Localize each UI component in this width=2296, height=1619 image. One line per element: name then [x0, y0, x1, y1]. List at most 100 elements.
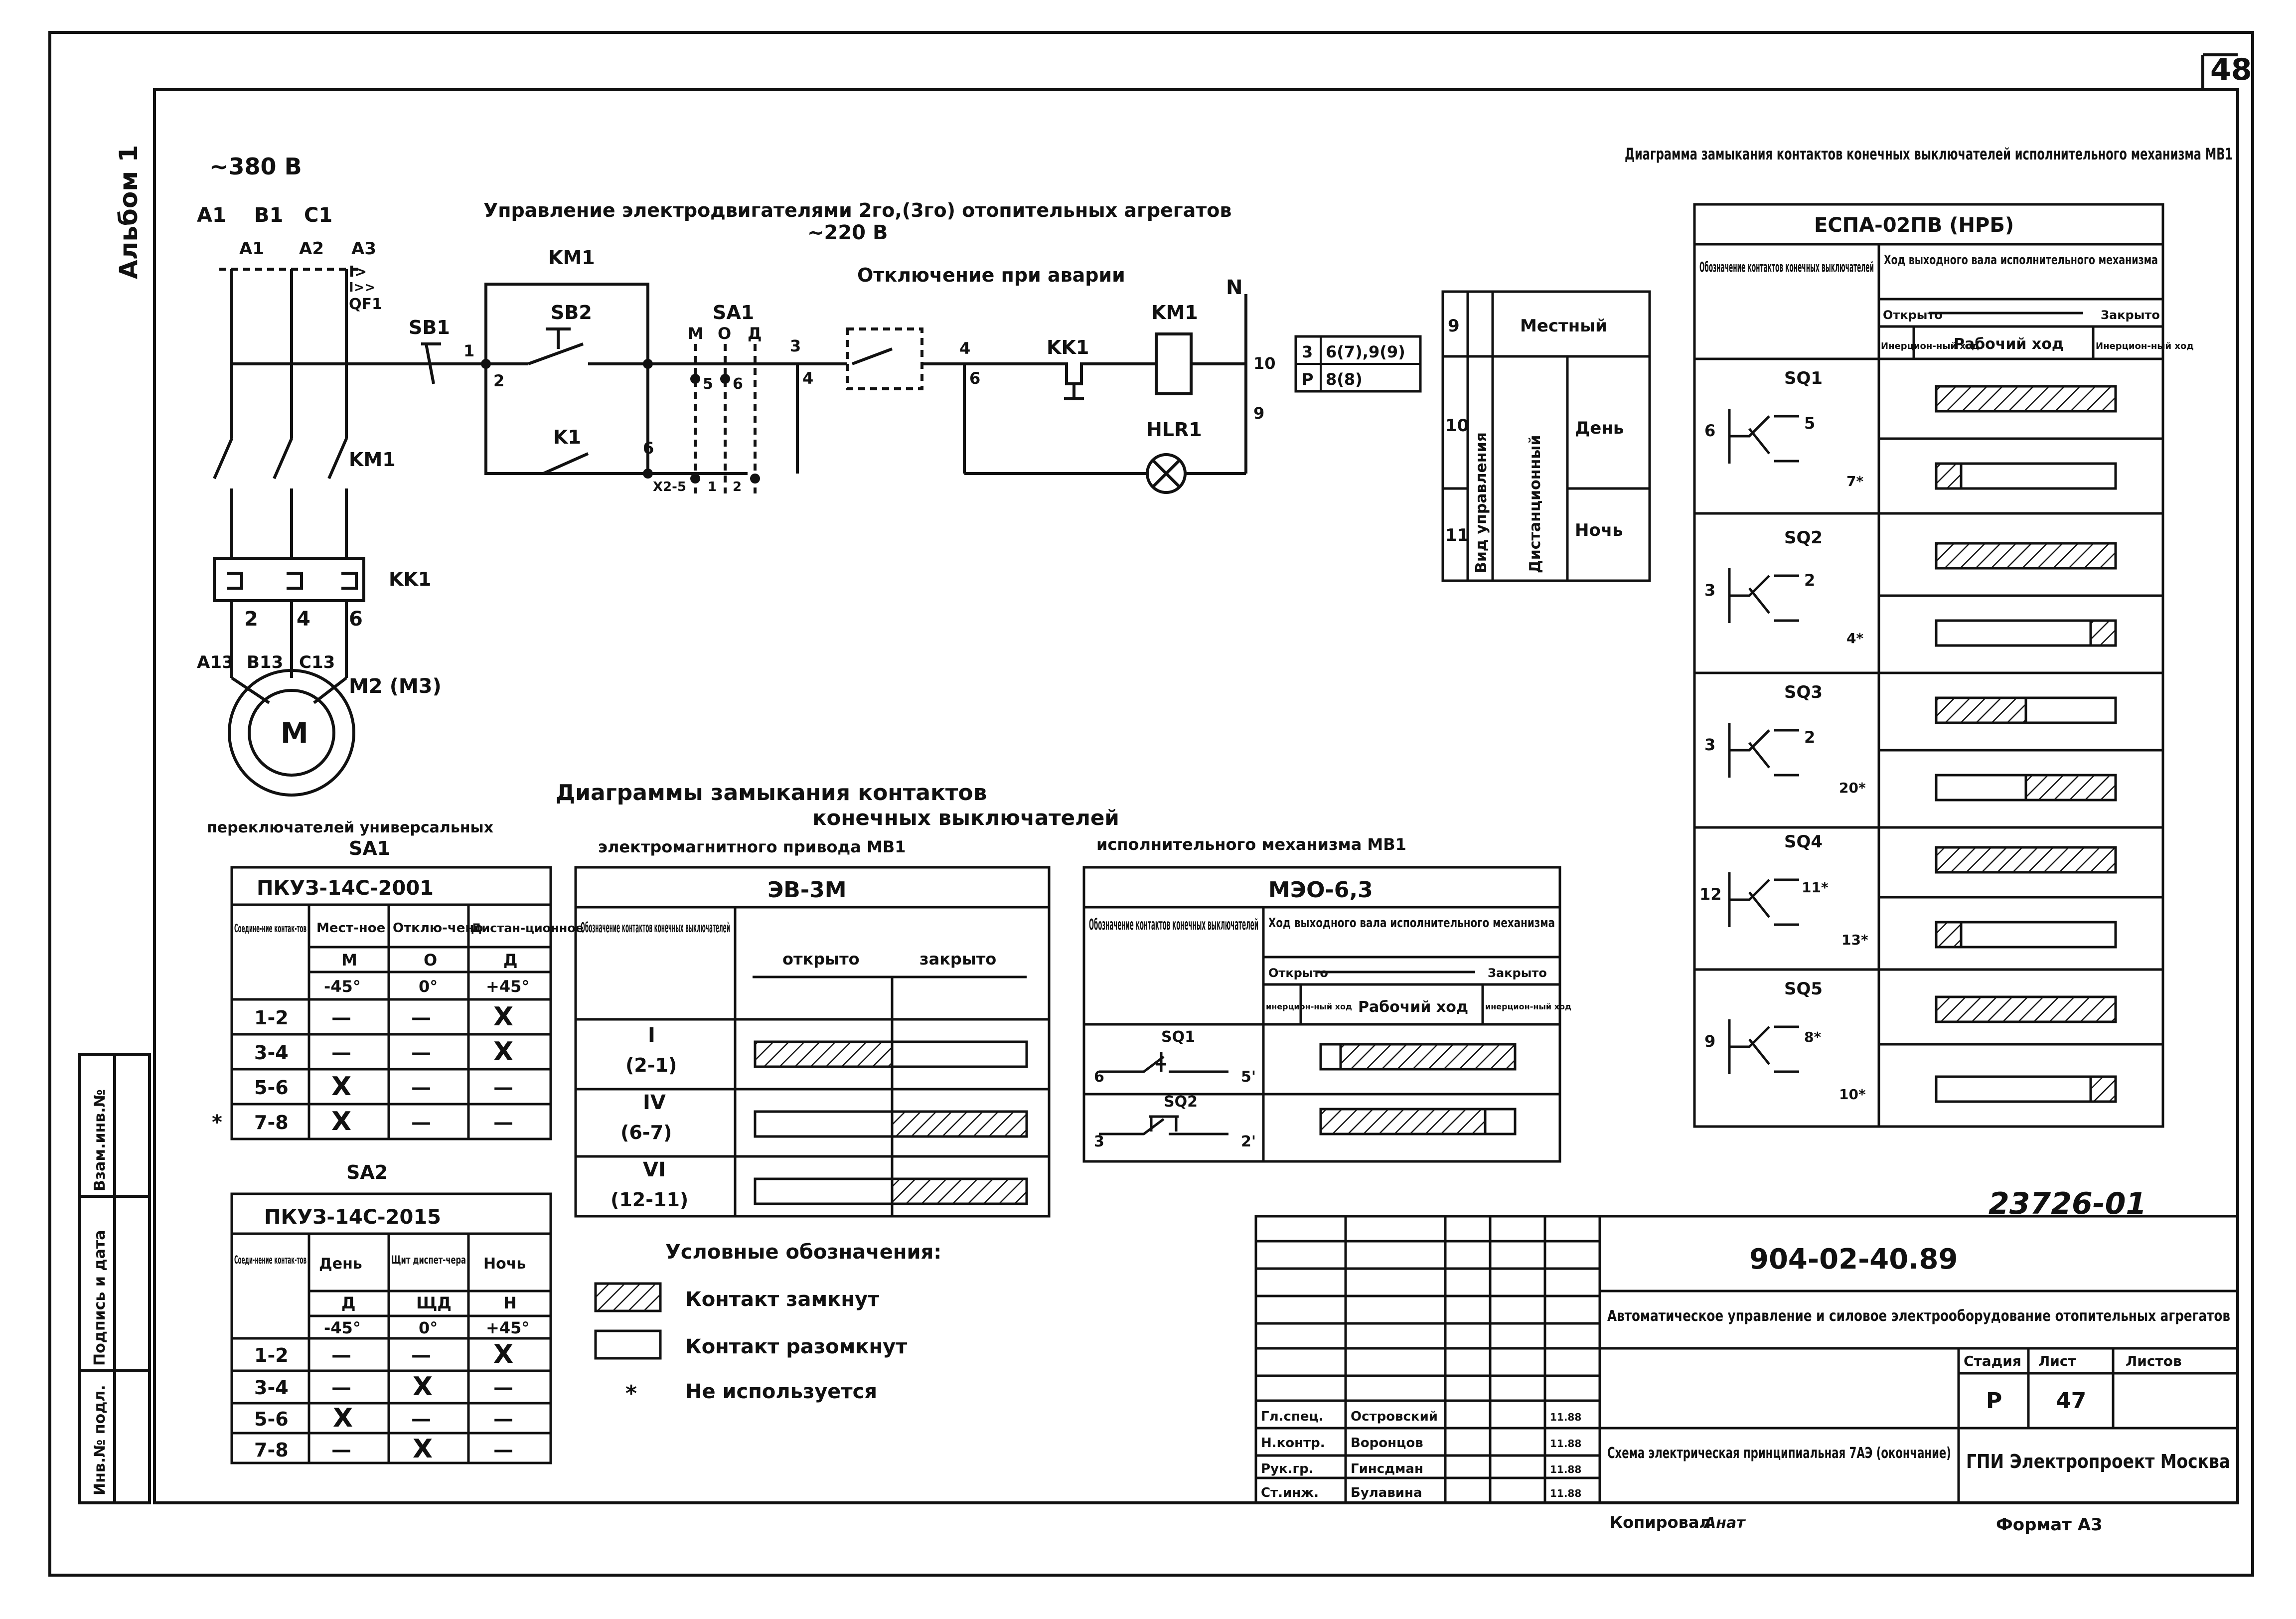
page-number: 48 [2210, 52, 2252, 87]
svg-text:Соедине-ние контак-тов: Соедине-ние контак-тов [234, 923, 306, 935]
svg-text:3-4: 3-4 [254, 1042, 289, 1064]
svg-text:2: 2 [1804, 728, 1815, 747]
svg-text:2': 2' [1241, 1133, 1256, 1150]
svg-text:5: 5 [703, 375, 713, 393]
svg-text:5': 5' [1241, 1068, 1256, 1086]
album-label: Альбом 1 [114, 145, 143, 279]
svg-text:-45°: -45° [324, 977, 361, 996]
svg-text:Обозначение контактов конечных: Обозначение контактов конечных выключате… [581, 919, 730, 936]
svg-text:8*: 8* [1804, 1029, 1821, 1045]
svg-text:Гл.спец.: Гл.спец. [1261, 1409, 1324, 1424]
svg-text:Отключение при аварии: Отключение при аварии [857, 264, 1125, 286]
svg-text:МЭО-6,3: МЭО-6,3 [1268, 877, 1373, 903]
legend: Условные обозначения: Контакт замкнут Ко… [594, 1241, 941, 1406]
svg-text:13*: 13* [1841, 932, 1868, 948]
sa2-label: SA2 [346, 1161, 388, 1183]
svg-text:4: 4 [802, 369, 813, 388]
svg-text:SQ2: SQ2 [1164, 1093, 1198, 1111]
svg-text:Н.контр.: Н.контр. [1261, 1436, 1325, 1451]
svg-text:~380 В: ~380 В [209, 153, 302, 180]
svg-text:Соеди-нение контак-тов: Соеди-нение контак-тов [234, 1254, 306, 1267]
svg-text:3: 3 [1302, 342, 1313, 361]
svg-text:X: X [413, 1372, 433, 1402]
control-voltage: ~220 В [807, 221, 888, 244]
svg-text:Открыто: Открыто [1268, 966, 1328, 980]
svg-text:Гинсдман: Гинсдман [1351, 1461, 1423, 1476]
sa1-label: SA1 [349, 837, 390, 859]
svg-text:Рук.гр.: Рук.гр. [1261, 1461, 1314, 1476]
svg-text:Ночь: Ночь [1575, 520, 1623, 540]
svg-text:Копировал: Копировал [1610, 1513, 1711, 1532]
svg-text:День: День [1575, 418, 1624, 438]
svg-text:Островский: Островский [1351, 1409, 1438, 1424]
svg-text:4: 4 [297, 608, 310, 631]
svg-text:ЭВ-3М: ЭВ-3М [767, 877, 847, 903]
svg-text:Дистан-ционное: Дистан-ционное [471, 921, 584, 935]
svg-text:X2-5: X2-5 [653, 480, 686, 494]
svg-text:Стадия: Стадия [1964, 1353, 2021, 1369]
svg-text:6(7),9(9): 6(7),9(9) [1326, 342, 1405, 361]
svg-text:1: 1 [708, 480, 717, 494]
svg-text:A2: A2 [299, 239, 324, 259]
svg-text:Р: Р [1986, 1388, 2002, 1414]
svg-text:ЕСПА-02ПВ (НРБ): ЕСПА-02ПВ (НРБ) [1814, 214, 2014, 237]
svg-text:—: — [493, 1376, 513, 1399]
svg-text:10: 10 [1253, 354, 1276, 373]
svg-text:5-6: 5-6 [254, 1077, 289, 1099]
mzo-switch-symbols [1099, 1052, 1228, 1135]
svg-text:6: 6 [1094, 1068, 1104, 1086]
svg-text:SQ1: SQ1 [1161, 1028, 1195, 1046]
espa-table [1693, 203, 2164, 1128]
svg-text:Инерцион-ный ход: Инерцион-ный ход [1881, 341, 1979, 351]
svg-text:Д: Д [503, 951, 518, 970]
control-title: Управление электродвигателями 2го,(3го) … [483, 199, 1231, 221]
svg-text:—: — [331, 1006, 351, 1029]
svg-text:*: * [212, 1111, 222, 1134]
svg-text:11: 11 [1445, 525, 1469, 545]
svg-text:KM1: KM1 [1151, 302, 1198, 324]
svg-text:О: О [424, 951, 437, 970]
svg-text:Ст.инж.: Ст.инж. [1261, 1485, 1319, 1500]
svg-text:5-6: 5-6 [254, 1408, 289, 1430]
svg-text:ПКУЗ-14С-2001: ПКУЗ-14С-2001 [257, 877, 434, 900]
svg-text:KK1: KK1 [389, 568, 431, 590]
svg-text:IV: IV [643, 1091, 666, 1114]
svg-text:4: 4 [959, 339, 970, 358]
svg-text:Рабочий ход: Рабочий ход [1954, 335, 2064, 353]
svg-text:Схема электрическая принципиал: Схема электрическая принципиальная 7АЭ (… [1607, 1445, 1951, 1462]
svg-text:2: 2 [1804, 571, 1815, 590]
svg-text:2: 2 [493, 371, 504, 390]
svg-text:B13: B13 [247, 652, 283, 672]
sheet-frame [48, 31, 2254, 1577]
svg-text:Лист: Лист [2038, 1353, 2076, 1369]
svg-text:VI: VI [643, 1158, 666, 1181]
svg-text:3: 3 [1704, 735, 1715, 754]
svg-text:Условные обозначения:: Условные обозначения: [665, 1241, 941, 1264]
power-labels: ~380 В A1 B1 C1 A1 A2 A3 I> I>> QF1 KM1 … [197, 153, 442, 750]
svg-text:0°: 0° [419, 977, 438, 996]
svg-text:9: 9 [1704, 1032, 1715, 1051]
svg-text:3: 3 [790, 336, 801, 355]
svg-text:12: 12 [1699, 885, 1722, 904]
svg-text:—: — [411, 1006, 431, 1029]
svg-text:—: — [493, 1111, 513, 1134]
svg-text:Р: Р [1302, 370, 1313, 389]
svg-text:11.88: 11.88 [1550, 1463, 1581, 1475]
svg-text:N: N [1226, 276, 1242, 299]
svg-text:KM1: KM1 [349, 449, 396, 471]
svg-text:День: День [319, 1255, 362, 1273]
svg-text:A3: A3 [351, 239, 376, 259]
diagrams-title: Диаграммы замыкания контактов [556, 780, 987, 806]
svg-text:ЩД: ЩД [416, 1294, 452, 1312]
svg-text:—: — [411, 1111, 431, 1134]
svg-text:(2-1): (2-1) [625, 1054, 677, 1076]
svg-text:Листов: Листов [2126, 1353, 2182, 1369]
svg-text:M2 (M3): M2 (M3) [349, 675, 442, 698]
side-label-1: Инв.№ подл. [91, 1385, 109, 1495]
svg-text:+45°: +45° [486, 1318, 529, 1337]
power-circuit [213, 268, 478, 797]
ref-table: 3 6(7),9(9) Р 8(8) [1294, 335, 1422, 393]
svg-text:X: X [331, 1072, 351, 1102]
svg-text:*: * [625, 1381, 637, 1406]
svg-text:9: 9 [1253, 404, 1264, 423]
